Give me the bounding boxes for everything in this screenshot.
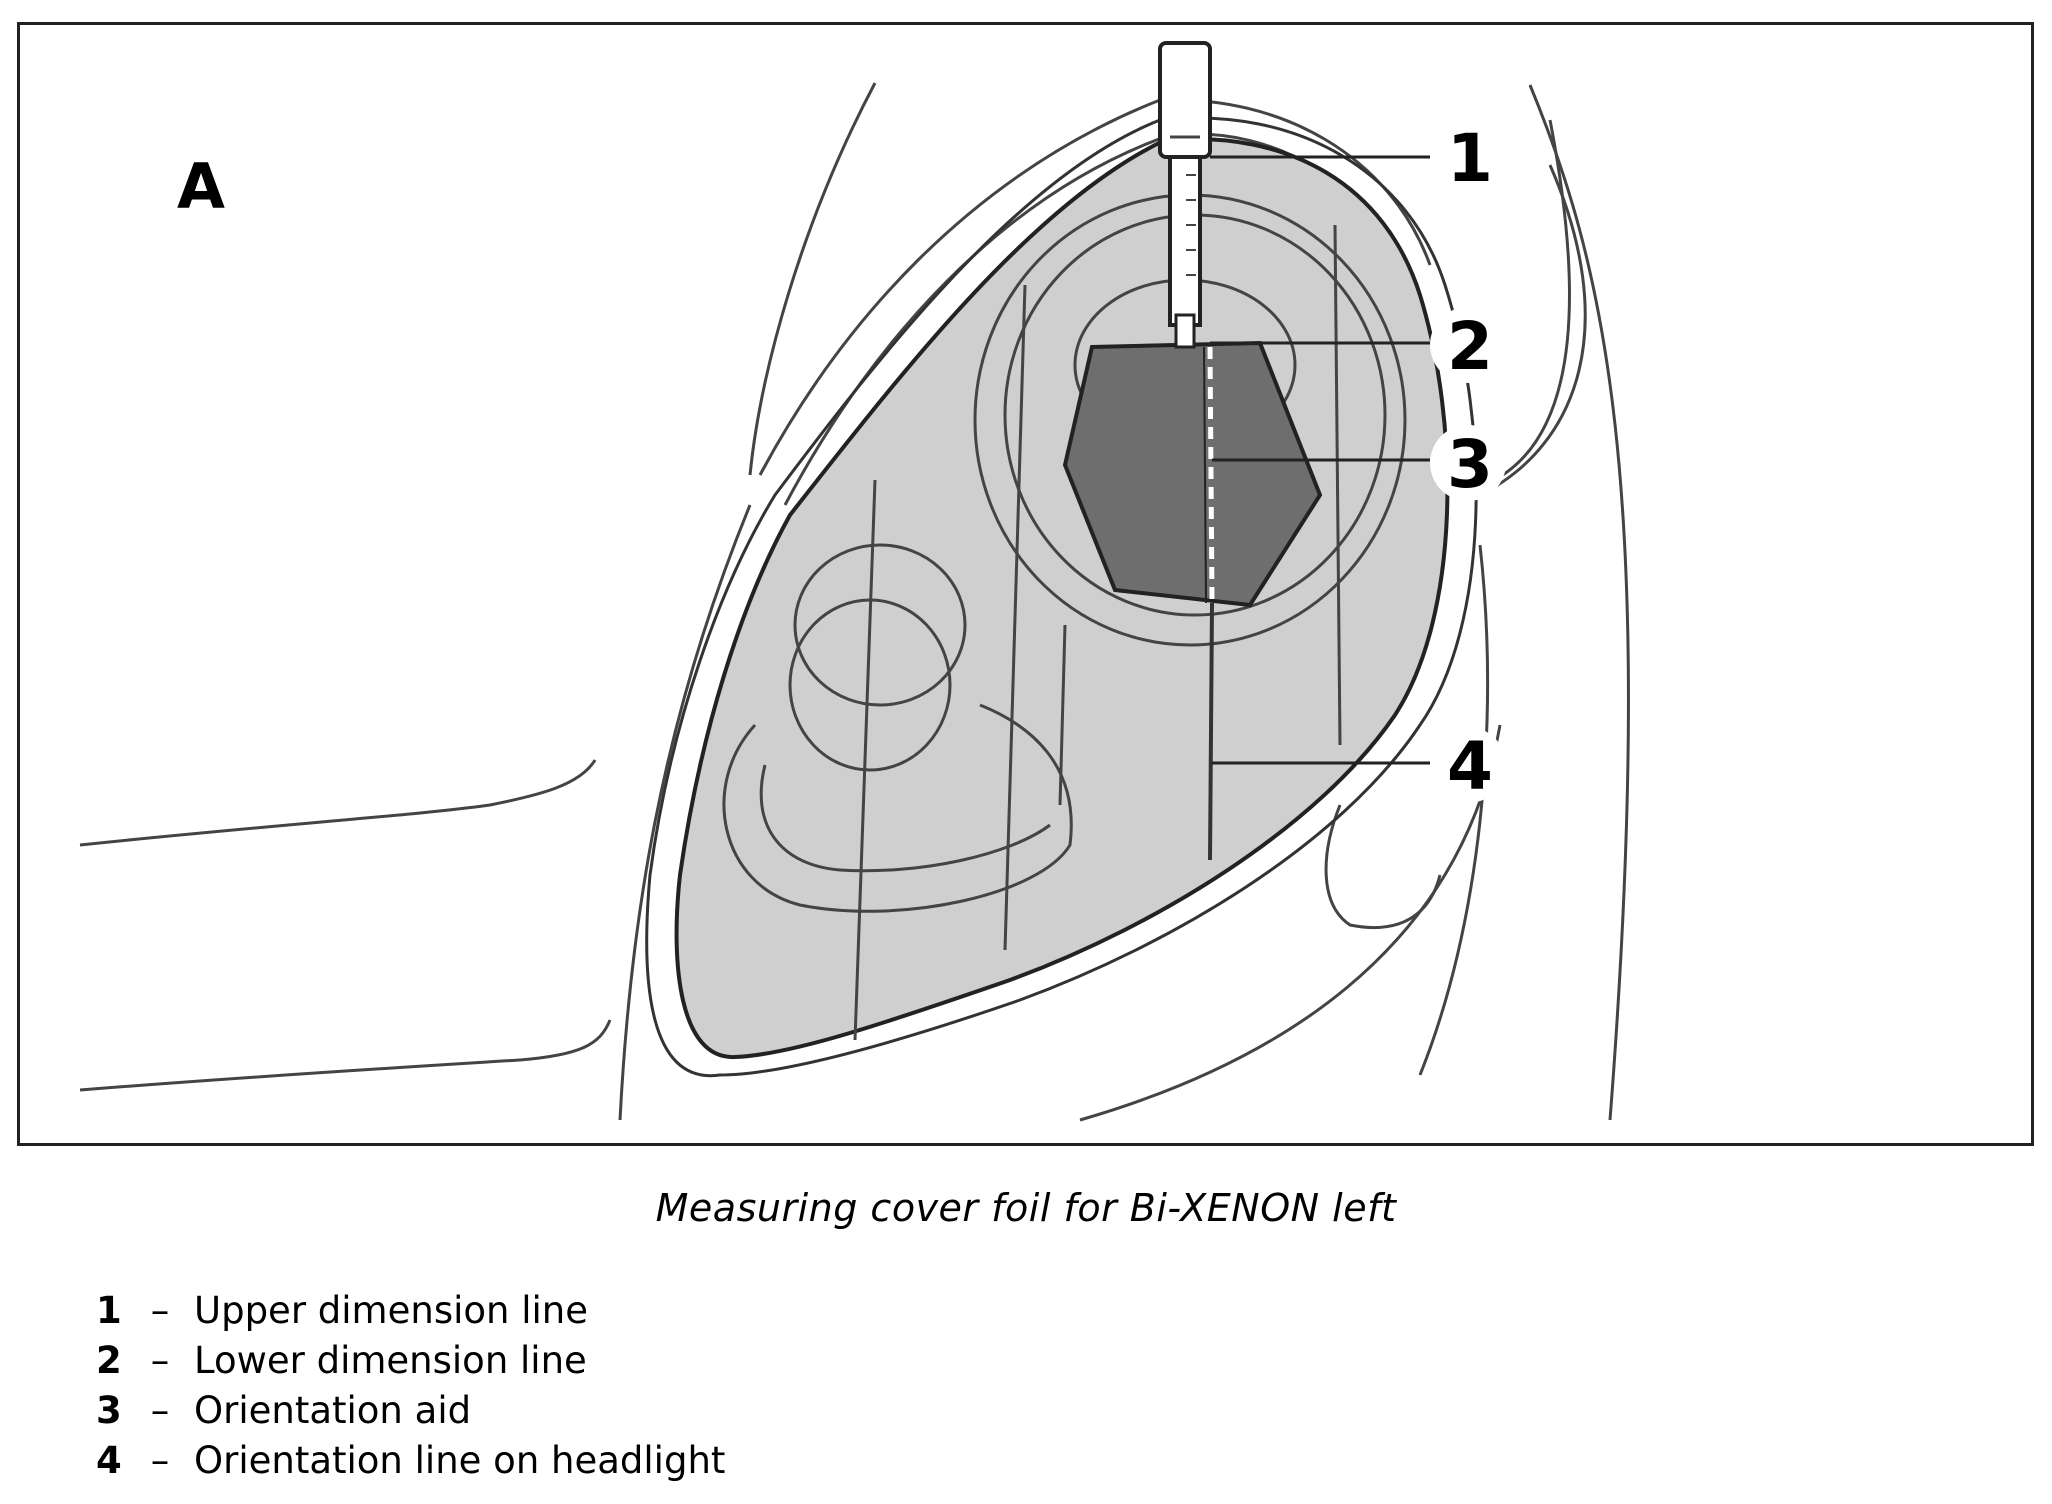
panel-letter: A [177, 150, 225, 223]
legend-dash: – [150, 1439, 170, 1482]
legend-dash: – [150, 1389, 170, 1432]
legend-list: 1 – Upper dimension line 2 – Lower dimen… [96, 1286, 725, 1486]
headlight-drawing: 1 2 3 4 A [79, 41, 1630, 1122]
legend-dash: – [150, 1339, 170, 1382]
lens-vertical-line-3 [1333, 224, 1342, 746]
legend-number: 1 [96, 1289, 122, 1332]
measuring-ruler [1158, 41, 1212, 349]
lens-vertical-line-4 [1058, 624, 1067, 806]
fog-lamp-outline [1324, 804, 1442, 930]
callout-number-3: 3 [1447, 426, 1493, 503]
right-inner-arc [1479, 164, 1587, 497]
orientation-aid-outline [1203, 346, 1207, 604]
callout-number-2: 2 [1447, 308, 1493, 385]
right-pillar-inner [1469, 119, 1572, 492]
callout-number-4: 4 [1447, 728, 1493, 805]
legend-item: 1 – Upper dimension line [96, 1286, 725, 1336]
legend-label: Orientation line on headlight [194, 1439, 726, 1482]
legend-number: 4 [96, 1439, 122, 1482]
indicator-bowl-inner [759, 764, 1051, 873]
right-lower-line [1418, 544, 1489, 1076]
right-pillar-outer [1528, 84, 1630, 1121]
callout-number-1: 1 [1447, 120, 1493, 197]
lower-body-curve [1079, 724, 1502, 1122]
headlight-illustration: 1 2 3 4 A [17, 22, 2034, 1146]
lens-vertical-line-1 [853, 479, 877, 1041]
legend-label: Lower dimension line [194, 1339, 587, 1382]
legend-label: Orientation aid [194, 1389, 472, 1432]
body-line-left-upper [79, 759, 597, 847]
legend-item: 3 – Orientation aid [96, 1386, 725, 1436]
legend-item: 4 – Orientation line on headlight [96, 1436, 725, 1486]
lens-vertical-line-2 [1003, 284, 1027, 951]
body-line-left-lower [79, 1019, 612, 1092]
legend-dash: – [150, 1289, 170, 1332]
orientation-aid-line [1207, 346, 1215, 604]
indicator-bowl [722, 703, 1073, 913]
legend-item: 2 – Lower dimension line [96, 1336, 725, 1386]
legend-number: 3 [96, 1389, 122, 1432]
fender-curve [748, 82, 877, 476]
orientation-line-on-headlight [1208, 602, 1214, 861]
hood-edge-outer [758, 98, 1432, 476]
legend-number: 2 [96, 1339, 122, 1382]
figure-caption: Measuring cover foil for Bi-XENON left [655, 1186, 1397, 1230]
indicator-lamp-upper [793, 543, 967, 707]
legend-label: Upper dimension line [194, 1289, 588, 1332]
bumper-line-left [618, 504, 752, 1121]
